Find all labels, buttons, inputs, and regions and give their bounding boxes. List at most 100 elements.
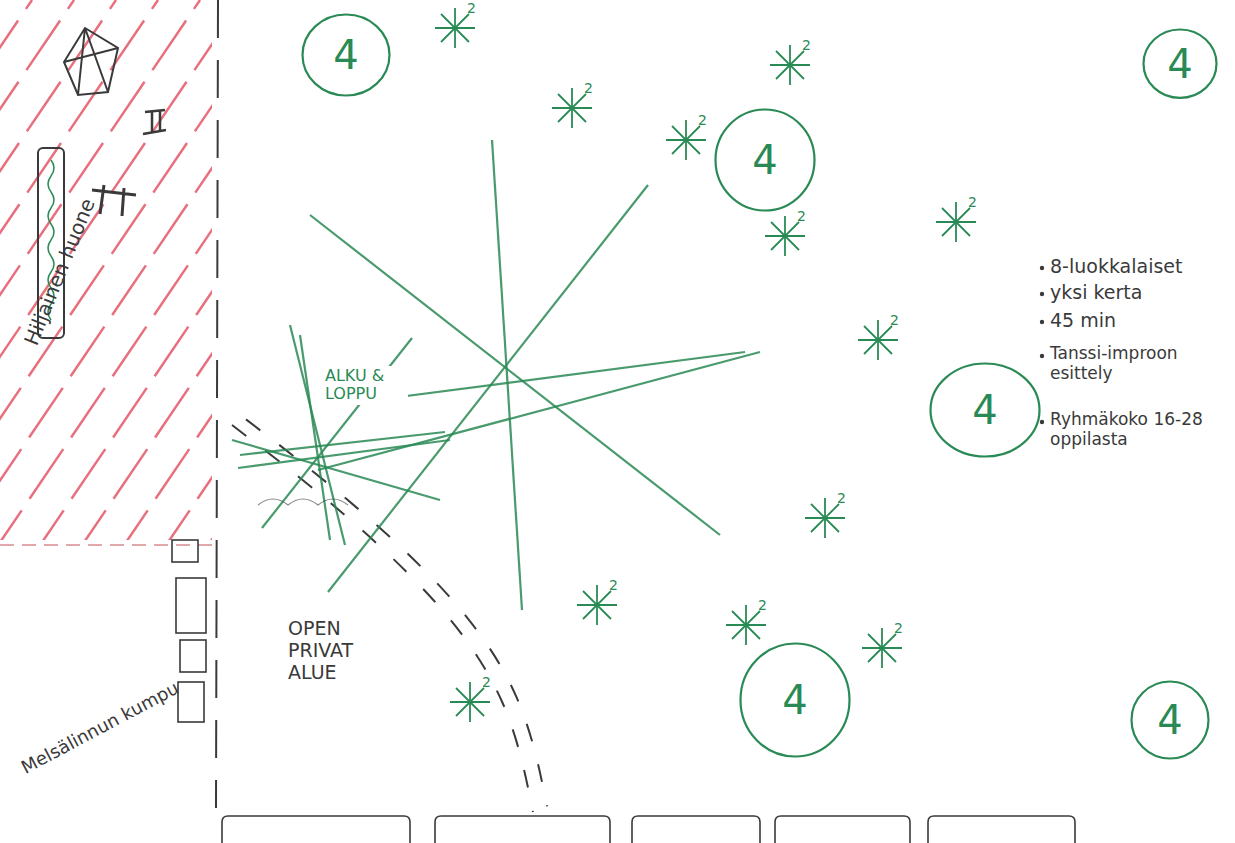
pair-star-line bbox=[672, 126, 700, 154]
group-size: 4 bbox=[782, 680, 807, 720]
table-row bbox=[928, 816, 1075, 843]
pair-count: 2 bbox=[968, 194, 977, 210]
pair-star-line bbox=[583, 591, 611, 619]
pair-count: 2 bbox=[894, 620, 903, 636]
group-size: 4 bbox=[972, 390, 997, 430]
pair-star-line bbox=[558, 94, 586, 122]
room-label: Hiljainen huone bbox=[20, 195, 100, 348]
movement-star-line bbox=[360, 352, 745, 402]
pair-star-line bbox=[942, 208, 970, 236]
table-row bbox=[632, 816, 760, 843]
pair-count: 2 bbox=[482, 674, 491, 690]
bullet-dot bbox=[1040, 292, 1044, 296]
movement-star-line bbox=[240, 432, 445, 455]
pair-count: 2 bbox=[467, 0, 476, 16]
pair-star-line bbox=[456, 688, 484, 716]
pair-star-line bbox=[732, 611, 760, 639]
note-item: Tanssi-improon esittely bbox=[1050, 344, 1228, 383]
hatch-line bbox=[72, 0, 212, 540]
hatch-line bbox=[0, 0, 212, 540]
note-item: yksi kerta bbox=[1050, 282, 1142, 304]
pair-star-line bbox=[776, 51, 804, 79]
hatch-line bbox=[198, 0, 212, 540]
pair-star-line bbox=[942, 208, 970, 236]
pair-star-line bbox=[868, 634, 896, 662]
walking-path bbox=[232, 425, 533, 812]
movement-star-line bbox=[492, 140, 522, 610]
bullet-dot bbox=[1040, 320, 1044, 324]
table-row bbox=[222, 816, 410, 843]
pair-count: 2 bbox=[837, 490, 846, 506]
area-label: OPEN PRIVAT ALUE bbox=[288, 618, 398, 684]
circle-outline bbox=[1144, 30, 1217, 98]
group-size: 4 bbox=[1157, 700, 1182, 740]
locker-box bbox=[178, 682, 204, 722]
pair-star-line bbox=[811, 504, 839, 532]
audience-mark bbox=[258, 499, 348, 505]
group-size: 4 bbox=[752, 140, 777, 180]
circle-outline bbox=[1132, 682, 1209, 759]
pair-star-line bbox=[864, 326, 892, 354]
pair-star-line bbox=[732, 611, 760, 639]
hatch-line bbox=[0, 0, 212, 540]
bullet-dot bbox=[1040, 354, 1044, 358]
kite-icon bbox=[64, 28, 118, 95]
place-label: Melsälinnun kumpu bbox=[18, 678, 182, 778]
pair-star-line bbox=[441, 14, 469, 42]
movement-star-line bbox=[232, 440, 440, 500]
pair-star-line bbox=[771, 222, 799, 250]
bullet-dot bbox=[1040, 266, 1044, 270]
group-circle: 4 bbox=[301, 13, 391, 97]
hatch-line bbox=[0, 0, 158, 540]
dashed-border bbox=[0, 544, 214, 546]
start-end-note: ALKU & LOPPU bbox=[322, 366, 408, 405]
group-circle: 4 bbox=[1142, 28, 1218, 99]
group-circle: 4 bbox=[739, 642, 851, 758]
pair-star-line bbox=[441, 14, 469, 42]
locker-box bbox=[180, 640, 206, 672]
bullet-dot bbox=[1040, 420, 1044, 424]
pair-star-line bbox=[456, 688, 484, 716]
pair-count: 2 bbox=[802, 37, 811, 53]
table-row bbox=[775, 816, 910, 843]
group-circle: 4 bbox=[714, 108, 816, 212]
table-row bbox=[435, 816, 610, 843]
table-icon bbox=[92, 185, 136, 216]
pair-star-line bbox=[776, 51, 804, 79]
movement-star-line bbox=[318, 352, 760, 470]
locker-box bbox=[172, 540, 198, 562]
group-circle: 4 bbox=[1130, 680, 1210, 760]
circle-outline bbox=[716, 110, 815, 211]
circle-outline bbox=[741, 644, 850, 757]
pair-count: 2 bbox=[584, 80, 593, 96]
pair-star-line bbox=[672, 126, 700, 154]
pair-star-line bbox=[583, 591, 611, 619]
hatch-line bbox=[0, 0, 212, 540]
note-item: 45 min bbox=[1050, 310, 1116, 332]
circle-outline bbox=[931, 364, 1040, 457]
pair-star-line bbox=[771, 222, 799, 250]
pair-count: 2 bbox=[890, 312, 899, 328]
pair-star-line bbox=[811, 504, 839, 532]
pair-count: 2 bbox=[758, 597, 767, 613]
group-size: 4 bbox=[333, 35, 358, 75]
pair-count: 2 bbox=[609, 577, 618, 593]
hatch-line bbox=[114, 0, 212, 540]
note-item: 8-luokkalaiset bbox=[1050, 256, 1182, 278]
pair-star-line bbox=[558, 94, 586, 122]
pair-star-line bbox=[864, 326, 892, 354]
hatch-line bbox=[156, 0, 212, 540]
pair-count: 2 bbox=[797, 208, 806, 224]
locker-box bbox=[176, 578, 206, 633]
pair-star-line bbox=[868, 634, 896, 662]
hatched-area bbox=[0, 0, 212, 540]
pair-count: 2 bbox=[698, 112, 707, 128]
furniture-icon bbox=[143, 110, 166, 134]
circle-outline bbox=[303, 15, 390, 96]
hatch-line bbox=[0, 0, 212, 540]
group-circle: 4 bbox=[929, 362, 1041, 458]
walking-path bbox=[246, 419, 547, 806]
dashed-wall bbox=[216, 0, 218, 808]
